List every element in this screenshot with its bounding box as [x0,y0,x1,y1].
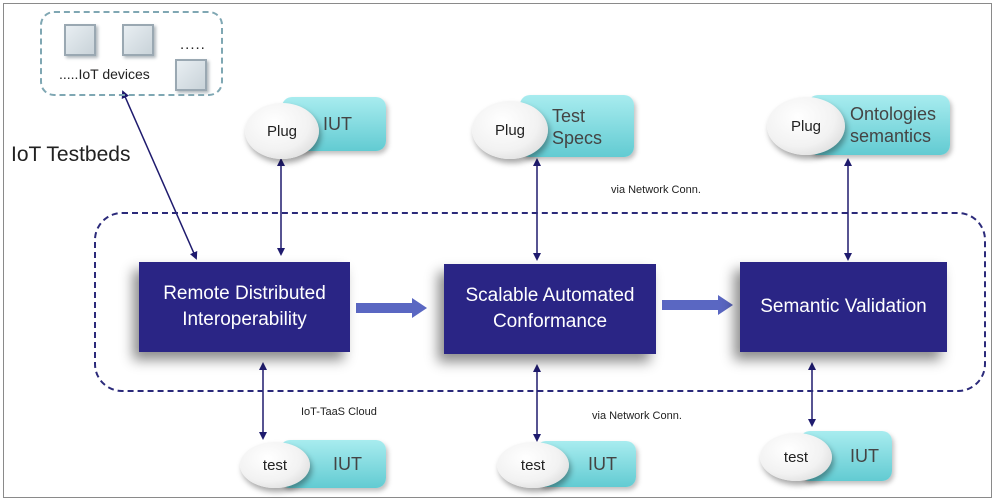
block-2-line2: Conformance [492,311,608,332]
test-iut-label-3: IUT [850,446,879,466]
test-iut-label-2: IUT [588,454,617,474]
devices-label: .....IoT devices [59,66,150,82]
scalable-automated-conformance-block: Scalable Automated Conformance [444,264,656,354]
test-ellipse-1: test [240,442,310,488]
device-icon [175,59,207,91]
cloud-label: IoT-TaaS Cloud [301,406,377,418]
test-ellipse-3: test [760,433,832,481]
testbeds-label: IoT Testbeds [11,143,131,166]
semantic-validation-block: Semantic Validation [740,262,947,352]
plug-ontologies-line1: Ontologies [850,104,937,124]
plug-ellipse-2: Plug [472,101,548,159]
block-2-line1: Scalable Automated [465,285,635,306]
device-icon [122,24,154,56]
plug-test-specs-line2: Specs [552,128,603,148]
block-1-line1: Remote Distributed [163,283,326,304]
flow-arrow-2 [662,295,733,315]
plug-ellipse-3: Plug [767,97,845,155]
plug-ellipse-1: Plug [245,103,319,159]
block-1-line2: Interoperability [182,309,307,330]
network-connection-label-bottom: via Network Conn. [592,410,682,422]
block-3-line1: Semantic Validation [760,296,927,317]
test-iut-label-1: IUT [333,454,362,474]
network-connection-label-top: via Network Conn. [611,184,701,196]
devices-ellipsis: ..... [180,36,206,53]
remote-distributed-interoperability-block: Remote Distributed Interoperability [139,262,350,352]
device-icon [64,24,96,56]
devices-link-arrow [121,90,198,260]
plug-iut-label: IUT [323,114,352,134]
iot-devices-group [40,11,223,96]
iot-taas-cloud-boundary [94,212,986,392]
plug-test-specs-line1: Test [552,106,586,126]
test-ellipse-2: test [497,442,569,488]
plug-ontologies-line2: semantics [850,126,932,146]
flow-arrow-1 [356,298,427,318]
diagram-frame [3,3,992,498]
